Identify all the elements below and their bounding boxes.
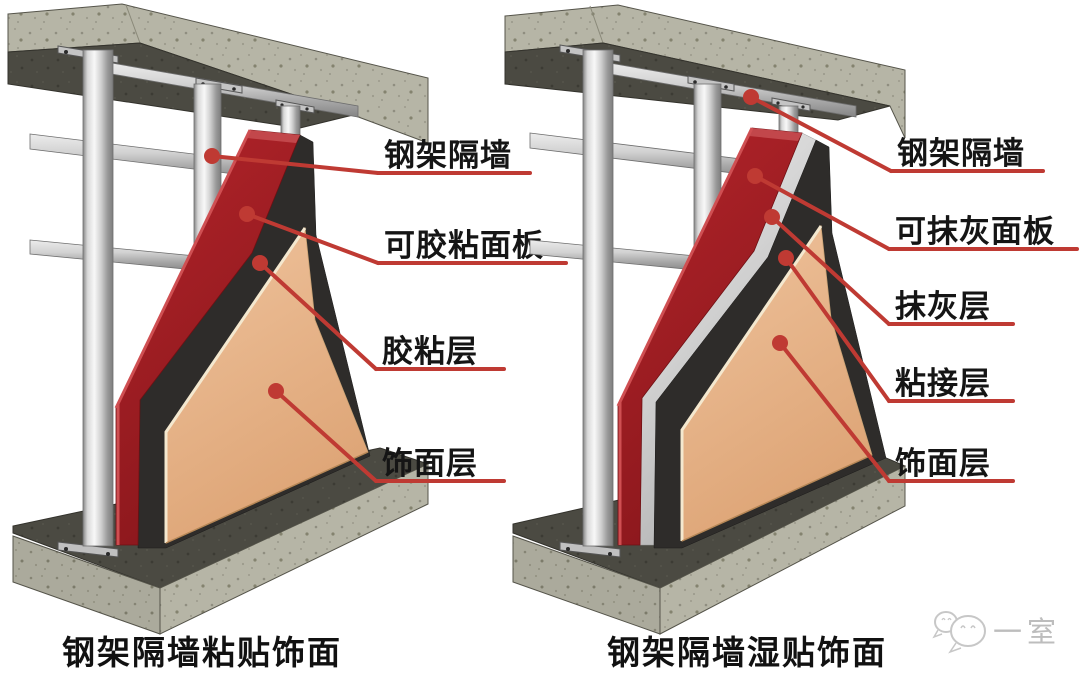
stud-bottom-plate <box>559 541 621 558</box>
callout-label: 粘接层 <box>895 366 991 401</box>
chat-bubbles-icon <box>932 611 986 654</box>
callout-dot <box>252 255 268 271</box>
right-callouts: 钢架隔墙 可抹灰面板 抹灰层 粘接层 饰面层 <box>743 89 1079 483</box>
plasterable-panel-red <box>617 127 803 546</box>
callout-dot <box>764 209 780 225</box>
callout-label: 钢架隔墙 <box>384 138 512 173</box>
callout-dot <box>268 383 284 399</box>
callout-label: 可抹灰面板 <box>895 214 1055 249</box>
callout-dot <box>747 168 763 184</box>
callout-dot <box>778 250 794 266</box>
concrete-base-front-right <box>659 465 906 635</box>
callout-label: 钢架隔墙 <box>897 136 1025 171</box>
callout-dot <box>239 206 255 222</box>
left-diagram-caption: 钢架隔墙粘贴饰面 <box>62 634 342 671</box>
right-diagram: 钢架隔墙 可抹灰面板 抹灰层 粘接层 饰面层 <box>504 4 1079 635</box>
red-panel-top-bevel <box>749 128 802 141</box>
concrete-base-front-right <box>159 463 429 635</box>
left-diagram: 钢架隔墙 可胶粘面板 胶粘层 饰面层 <box>7 3 568 635</box>
steel-stud <box>582 49 614 547</box>
callout-dot <box>743 89 759 105</box>
right-diagram-caption: 钢架隔墙湿贴饰面 <box>607 634 887 671</box>
watermark: 一室 <box>932 611 1061 654</box>
watermark-text: 一室 <box>993 616 1061 649</box>
callout-label: 抹灰层 <box>895 289 991 324</box>
steel-stud <box>82 49 114 547</box>
left-callouts: 钢架隔墙 可胶粘面板 胶粘层 饰面层 <box>204 138 568 483</box>
steel-rail <box>529 239 707 272</box>
steel-rail <box>29 239 207 272</box>
glueable-panel-red <box>115 129 301 546</box>
callout-dot <box>204 148 220 164</box>
finish-panel-edge <box>164 227 307 543</box>
callout-dot <box>772 335 788 351</box>
callout-label: 胶粘层 <box>382 334 478 369</box>
stud-bottom-plate <box>57 541 119 558</box>
callout-label: 可胶粘面板 <box>384 228 544 263</box>
callout-label: 饰面层 <box>382 446 478 481</box>
red-panel-top-bevel <box>247 130 300 143</box>
finish-panel-edge <box>680 225 823 541</box>
callout-label: 饰面层 <box>895 446 991 481</box>
